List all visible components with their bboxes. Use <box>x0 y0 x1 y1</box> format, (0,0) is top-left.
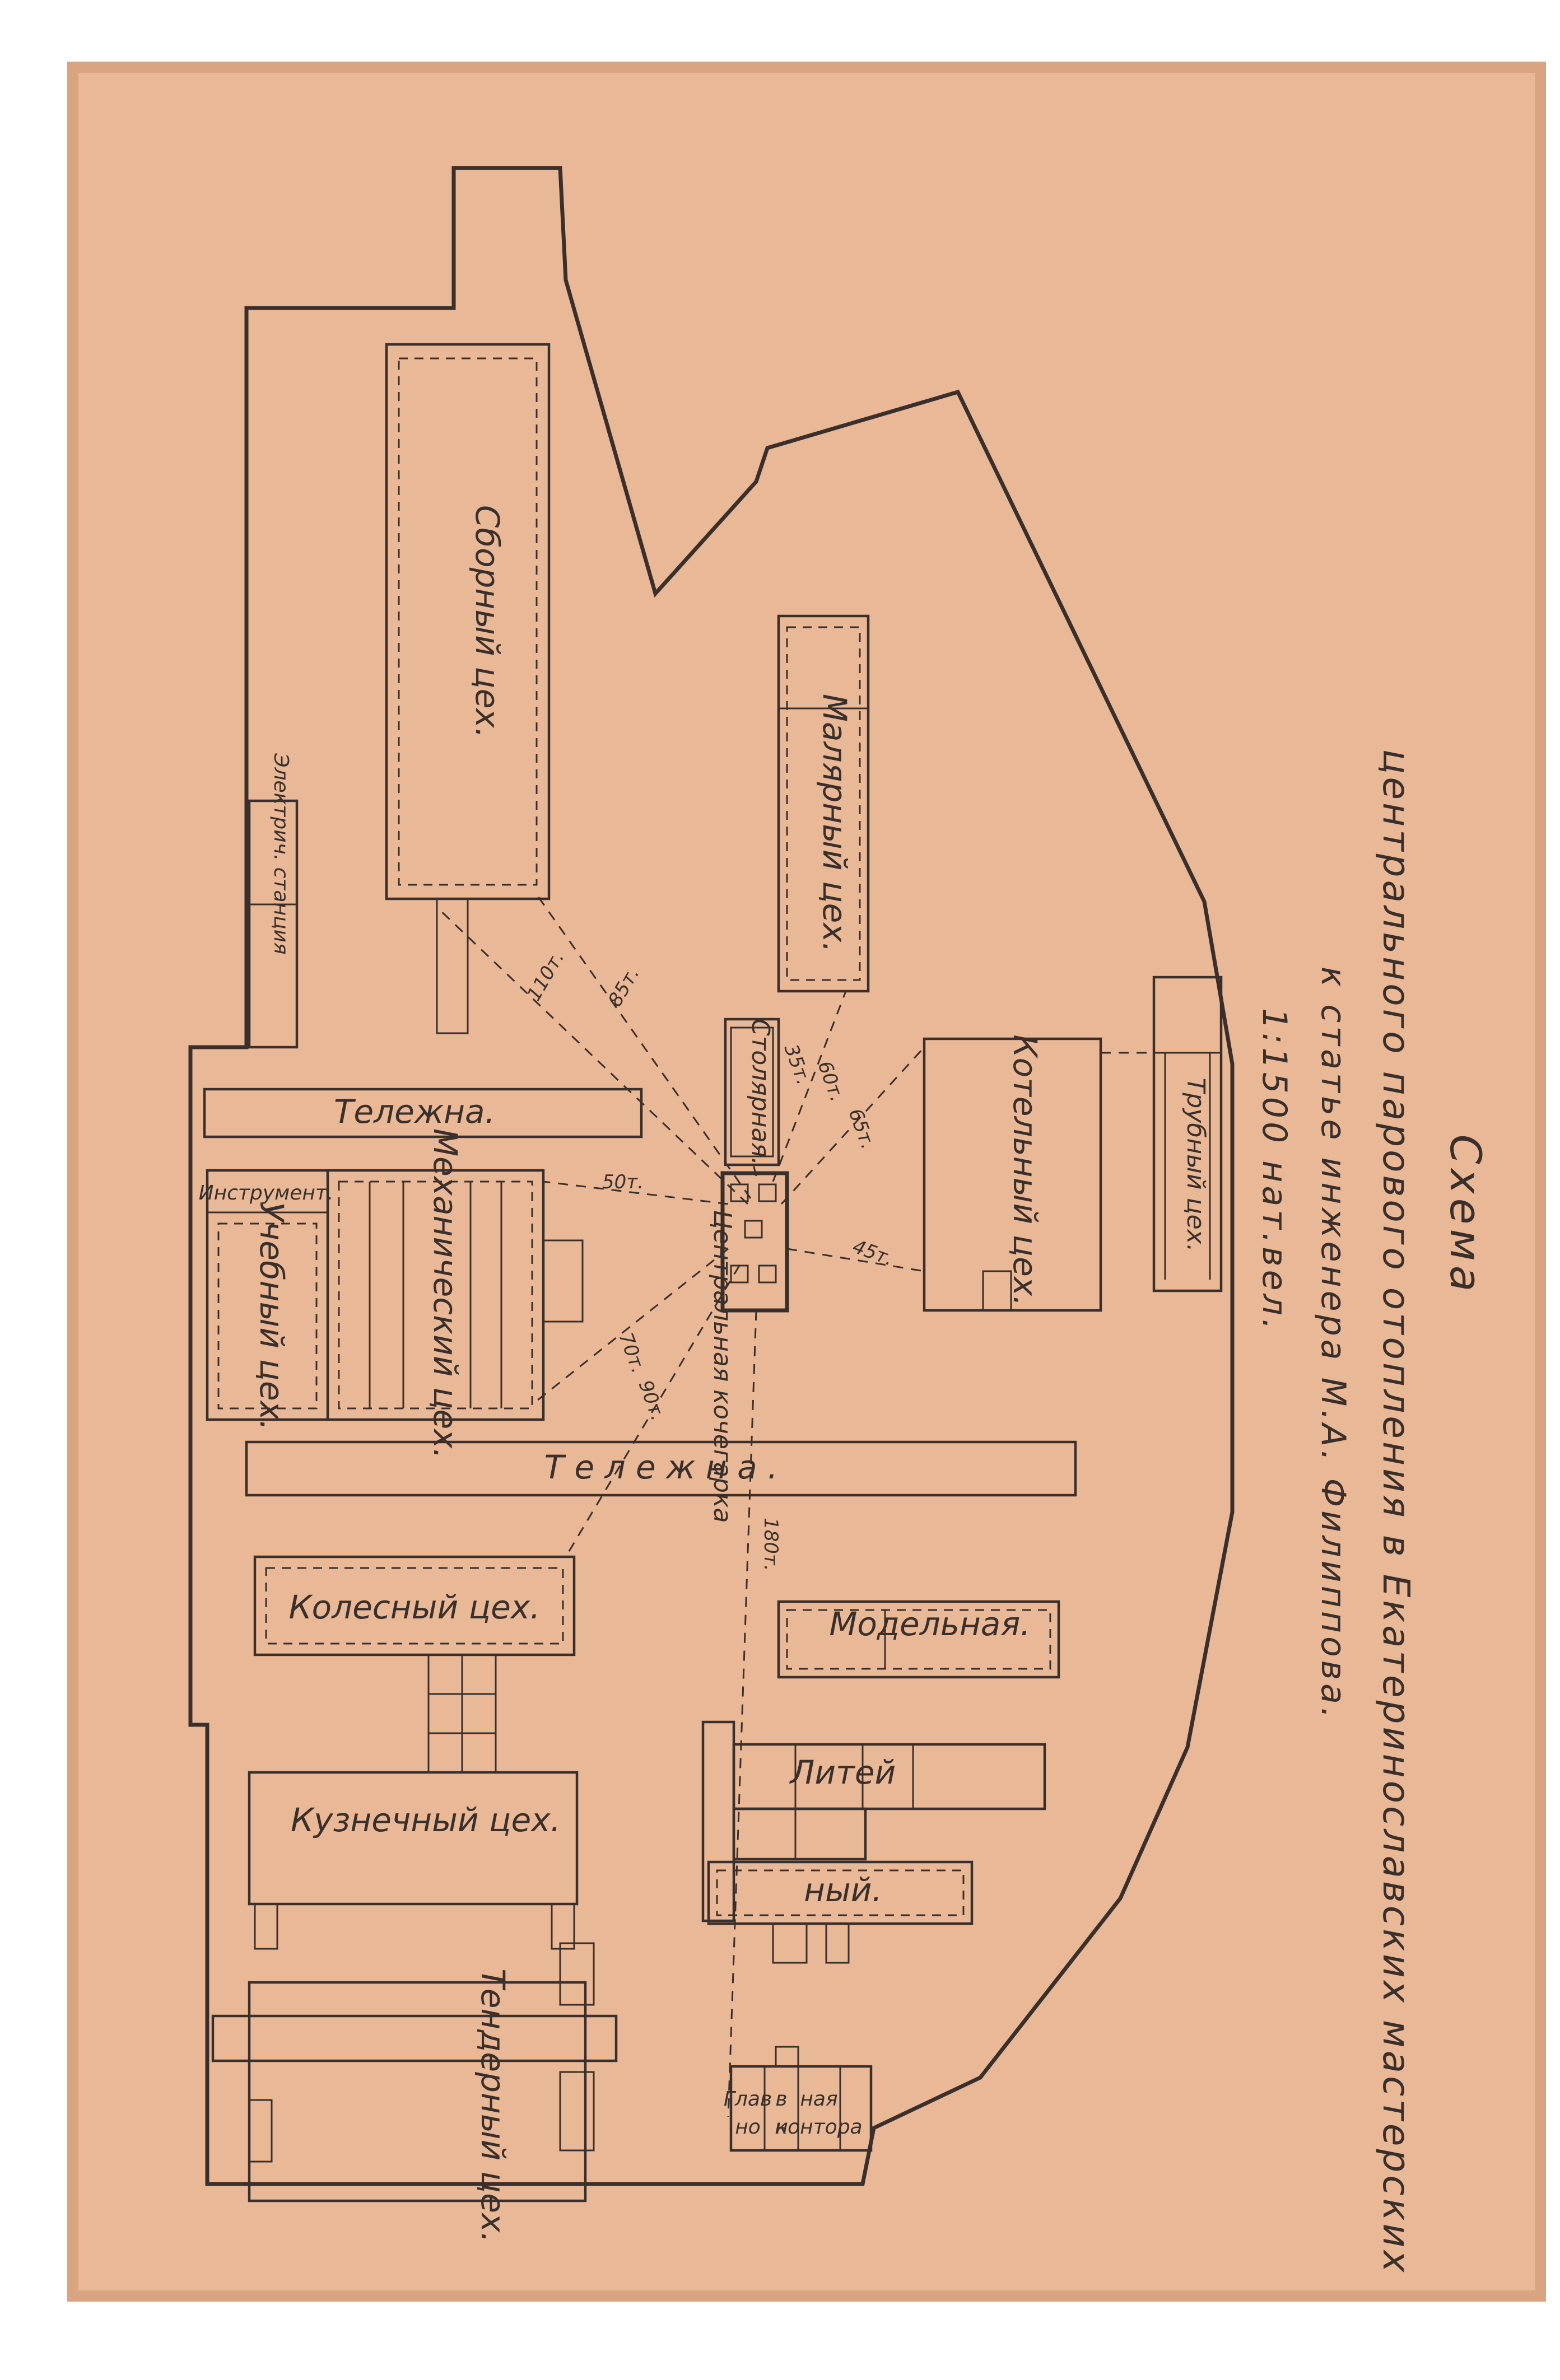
dist-180: 180т. <box>760 1518 782 1571</box>
building-kuznechny: Кузнечный цех. <box>248 1771 579 1950</box>
paper <box>78 73 1535 2290</box>
title-scale: 1:1500 нат.вел. <box>1255 1008 1294 1333</box>
label-kotelny: Котельный цех. <box>1006 1034 1044 1306</box>
heating-lines <box>436 895 1154 2117</box>
building-telezhna-mid: Т е л е ж н а . <box>245 1440 1077 1497</box>
label-telezhna-mid: Т е л е ж н а . <box>544 1448 777 1486</box>
building-sborny: Сборный цех. <box>385 343 551 1034</box>
label-malyarny: Малярный цех. <box>816 694 854 953</box>
label-electro: Электрич. станция <box>269 753 292 954</box>
line-70 <box>537 1248 729 1401</box>
label-kolesny: Колесный цех. <box>288 1588 540 1626</box>
label-liteiny-2: ный. <box>804 1871 882 1909</box>
line-60 <box>772 991 847 1182</box>
building-electro: Электрич. станция <box>248 753 299 1049</box>
label-glavnaya-2: ная <box>800 2088 837 2111</box>
label-stolyarnaya: Столярная. <box>746 1019 775 1165</box>
building-trubny: Трубный цех. <box>1152 976 1223 1292</box>
title-line2: центрального парового отопления в Екатер… <box>1375 749 1418 2275</box>
line-90 <box>565 1265 741 1557</box>
distance-labels: 110т. 85т. 50т. 70т. 90т. 180т. 35т. 60т… <box>523 948 896 1571</box>
building-stolyarnaya: Столярная. <box>724 1018 780 1166</box>
line-35 <box>752 1164 757 1177</box>
building-kotelny: Котельный цех. <box>923 1034 1102 1312</box>
label-trubny: Трубный цех. <box>1181 1077 1210 1252</box>
label-glavnaya-5: но <box>735 2116 761 2139</box>
label-liteiny-1: Литей <box>789 1753 896 1791</box>
label-sborny: Сборный цех. <box>468 505 506 738</box>
label-modelnaya: Модельная. <box>829 1605 1030 1643</box>
label-kuznechny: Кузнечный цех. <box>291 1801 561 1839</box>
building-tenderny: Тендерный цех. <box>211 1942 618 2243</box>
line-50 <box>543 1180 729 1205</box>
building-glavnaya-kontora: Глав но в н ная контора <box>724 2046 873 2152</box>
building-liteiny: Литей ный. <box>701 1720 1046 1964</box>
building-modelnaya: Модельная. <box>777 1600 1060 1679</box>
building-malyarny: Малярный цех. <box>777 614 870 993</box>
line-85 <box>537 895 752 1199</box>
line-45 <box>786 1248 925 1272</box>
title-block: Схема центрального парового отопления в … <box>1255 749 1491 2275</box>
building-kolesny: Колесный цех. <box>253 1555 576 1774</box>
line-180 <box>727 1310 757 2117</box>
title-line1: Схема <box>1441 1135 1491 1296</box>
dist-50: 50т. <box>602 1171 644 1193</box>
label-instrument: Инструмент. <box>199 1182 334 1205</box>
label-glavnaya-3: контора <box>775 2116 862 2139</box>
site-boundary <box>188 166 1235 2186</box>
building-mechanical-block: Инструмент. Учебный цех. Механический це… <box>199 1128 584 1459</box>
label-mechanical: Механический цех. <box>426 1128 464 1459</box>
label-tenderny: Тендерный цех. <box>474 1968 512 2242</box>
label-glavnaya-1: Глав <box>724 2088 772 2111</box>
title-line3: к статье инженера М.А. Филиппова. <box>1314 967 1353 1721</box>
label-telezhna-top: Тележна. <box>334 1093 495 1131</box>
label-glavnaya-4: в <box>775 2088 787 2111</box>
building-telezhna-top: Тележна. <box>203 1088 643 1138</box>
label-central-boiler: Центральная кочегарка <box>708 1210 737 1523</box>
label-glavnaya-6: н <box>775 2116 788 2139</box>
label-uchebny: Учебный цех. <box>253 1202 291 1431</box>
